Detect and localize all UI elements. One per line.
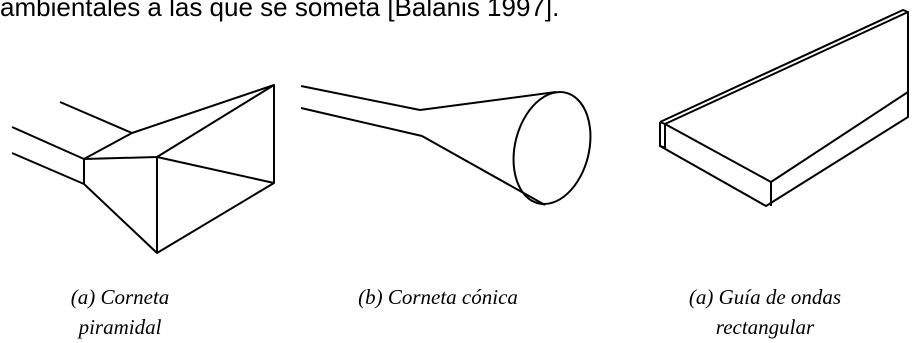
- caption-line: rectangular: [715, 315, 815, 339]
- rectangular-waveguide-drawing: [659, 9, 909, 207]
- caption-conical-horn: (b) Corneta cónica: [318, 282, 558, 312]
- caption-line: (b) Corneta cónica: [358, 285, 518, 309]
- caption-line: (a) Guía de ondas: [688, 285, 842, 309]
- caption-rectangular-waveguide: (a) Guía de ondas rectangular: [655, 282, 875, 342]
- pyramidal-horn-drawing: [11, 84, 275, 254]
- caption-pyramidal-horn: (a) Corneta piramidal: [30, 282, 210, 342]
- header-text: ambientales a las que se someta [Balanis…: [0, 0, 560, 22]
- caption-line: (a) Corneta: [70, 285, 170, 309]
- conical-horn-drawing: [300, 85, 592, 206]
- caption-line: piramidal: [78, 315, 162, 339]
